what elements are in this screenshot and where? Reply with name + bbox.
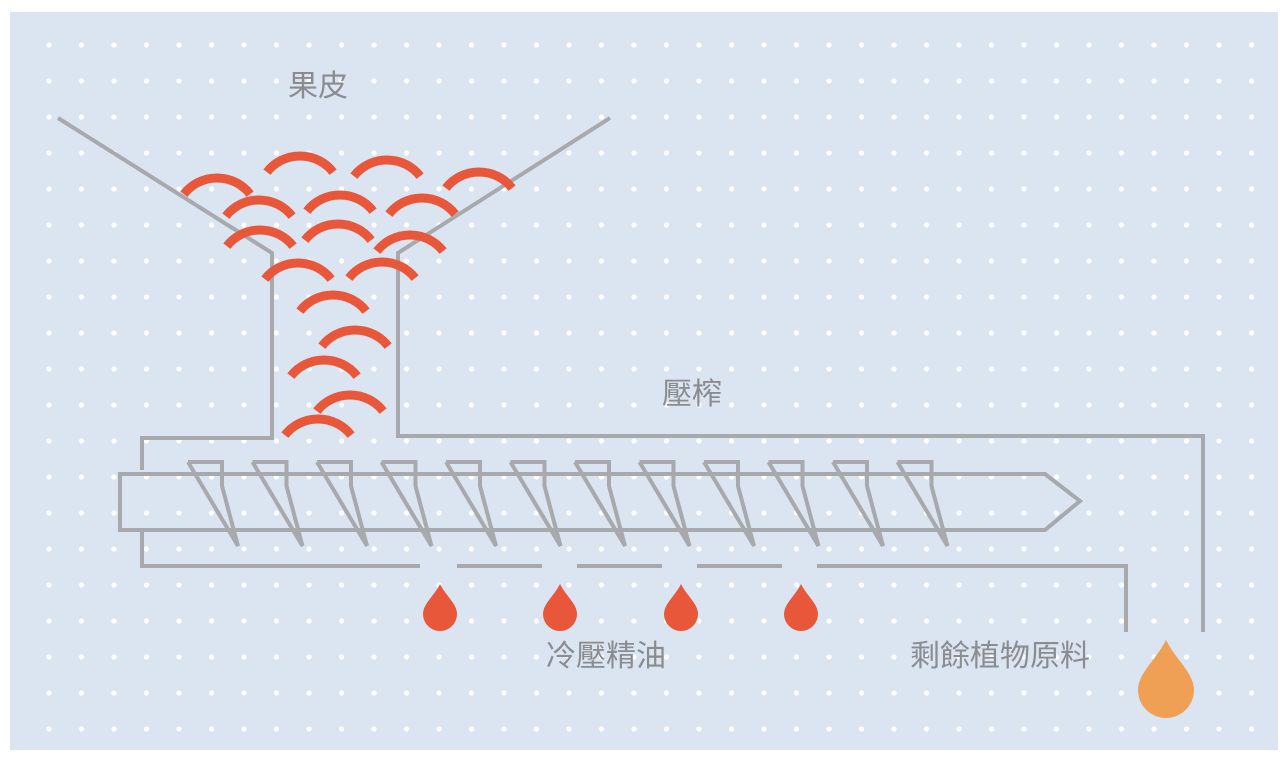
peel-arc-icon [180, 173, 254, 198]
peel-arc-icon [318, 325, 392, 350]
label-cold-pressed-oil: 冷壓精油 [546, 639, 666, 674]
screw-flight [766, 460, 821, 548]
peel-arc-icon [442, 167, 516, 192]
peel-arc-icon [373, 230, 447, 255]
barrel-bottom-seg-5 [817, 564, 1128, 632]
peel-arc-icon [350, 155, 424, 180]
peel-pieces [180, 151, 516, 439]
oil-drop-icon [664, 584, 698, 631]
screw-flight [831, 460, 885, 548]
peel-arc-icon [263, 151, 337, 176]
peel-arc-icon [261, 258, 335, 283]
screw-flight [250, 460, 305, 548]
screw-flight [895, 460, 950, 548]
screw-flight [508, 460, 563, 548]
machine-housing [56, 116, 1205, 632]
peel-arc-icon [303, 190, 377, 215]
hopper-right-wall [396, 116, 1205, 632]
screw-flights [186, 460, 950, 548]
screw-shaft [118, 472, 1084, 532]
peel-arc-icon [301, 219, 375, 244]
peel-arc-icon [345, 257, 419, 282]
residue-drop-icon [1138, 640, 1194, 718]
peel-arc-icon [222, 195, 296, 220]
screw-flight [315, 460, 369, 548]
oil-drop-icon [543, 584, 577, 631]
peel-arc-icon [281, 414, 355, 439]
oil-drop-icon [423, 584, 457, 631]
hopper-left-wall [56, 116, 274, 470]
dot-grid [30, 36, 1270, 741]
oil-drops [423, 584, 818, 631]
screw-flight [702, 460, 756, 548]
peel-arc-icon [287, 355, 361, 380]
label-peel: 果皮 [288, 69, 348, 104]
peel-arc-icon [385, 193, 459, 218]
screw-flight [637, 460, 692, 548]
label-press: 壓榨 [662, 377, 722, 412]
peel-arc-icon [223, 225, 297, 250]
peel-arc-icon [313, 390, 387, 415]
oil-drop-icon [784, 584, 818, 631]
screw-flight [379, 460, 434, 548]
screw-flight [444, 460, 498, 548]
peel-arc-icon [296, 290, 370, 315]
screw-flight [573, 460, 627, 548]
label-residual-material: 剩餘植物原料 [910, 639, 1090, 674]
screw-flight [186, 460, 240, 548]
